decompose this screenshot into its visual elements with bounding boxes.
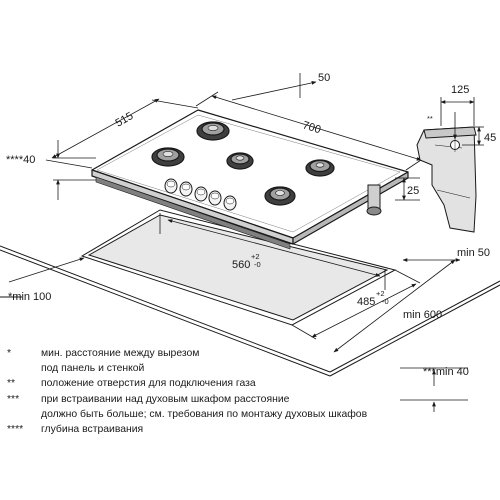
dimension-40	[53, 140, 96, 200]
dimension-485-label: 485	[357, 296, 375, 308]
dimension-50	[231, 73, 317, 101]
dimension-560-tol-minus: -0	[254, 260, 261, 269]
control-knobs	[164, 178, 237, 211]
dimension-40-marker: ****	[6, 154, 24, 166]
note-marker: **	[7, 378, 16, 390]
dimension-515-label: 515	[114, 110, 136, 130]
note-marker: ****	[7, 424, 24, 436]
dimension-40-label: ****40	[6, 154, 35, 166]
note-row: *** при встраивании над духовым шкафом р…	[7, 392, 497, 407]
dimension-485-value: 485	[357, 296, 375, 308]
dimension-560-tol-plus: +2	[251, 252, 260, 261]
knob-5	[223, 195, 237, 211]
note-marker	[7, 407, 41, 422]
note-marker: *	[7, 348, 12, 359]
burner-left	[151, 147, 185, 167]
burner-right	[305, 159, 335, 177]
note-marker	[7, 361, 41, 376]
dimension-485-tol-minus: -0	[382, 297, 389, 306]
footnotes: * мин. расстояние между вырезом под пане…	[7, 346, 497, 437]
burner-center	[226, 152, 254, 170]
dimension-min-40	[400, 367, 468, 412]
dimension-min-100	[8, 257, 85, 283]
note-row: **** глубина встраивания	[7, 422, 497, 437]
dimension-25-label: 25	[407, 185, 419, 197]
dimension-min-100-value: min 100	[12, 291, 51, 303]
dimension-560-label: 560	[232, 259, 250, 271]
note-text: под панель и стенкой	[41, 363, 145, 375]
note-text: должно быть больше; см. требования по мо…	[41, 408, 368, 420]
dimension-min-100-label: *min 100	[8, 291, 51, 303]
note-text: положение отверстия для подключения газа	[41, 378, 256, 390]
note-text: глубина встраивания	[41, 424, 144, 436]
knob-1	[164, 178, 178, 194]
dimension-700-label: 700	[301, 119, 322, 136]
gas-inlet-hole	[450, 138, 460, 152]
dimension-min-40-label: ***min 40	[423, 366, 469, 378]
dimension-45-label: 45	[484, 132, 496, 144]
dimension-50-label: 50	[318, 72, 330, 84]
dimension-min-50-label: min 50	[457, 247, 490, 259]
knob-3	[194, 186, 208, 202]
dimension-125-label: 125	[451, 84, 469, 96]
gas-connection-pipe	[366, 184, 382, 216]
dimension-min-100-marker: *	[8, 291, 13, 303]
note-row: * мин. расстояние между вырезом	[7, 346, 497, 361]
note-text: при встраивании над духовым шкафом расст…	[41, 393, 290, 405]
side-gas-marker: **	[427, 114, 433, 123]
burner-rear-left	[196, 121, 230, 141]
knob-4	[208, 190, 222, 206]
dimension-min-40-value: min 40	[436, 366, 469, 378]
note-marker: ***	[7, 393, 20, 405]
dimension-min-600-label: min 600	[403, 309, 442, 321]
burner-front-right	[264, 186, 296, 206]
dimension-40-value: 40	[23, 154, 35, 166]
note-text: мин. расстояние между вырезом	[41, 348, 200, 359]
dimension-560-value: 560	[232, 259, 250, 271]
knob-2	[179, 181, 193, 197]
note-row: должно быть больше; см. требования по мо…	[7, 407, 497, 422]
dimension-min-600	[333, 259, 456, 353]
note-row: под панель и стенкой	[7, 361, 497, 376]
dimension-min-40-marker: ***	[423, 366, 437, 378]
side-section-view: 125 ** 45 25	[395, 84, 496, 233]
dimension-515	[45, 98, 199, 169]
note-row: ** положение отверстия для подключения г…	[7, 376, 497, 391]
